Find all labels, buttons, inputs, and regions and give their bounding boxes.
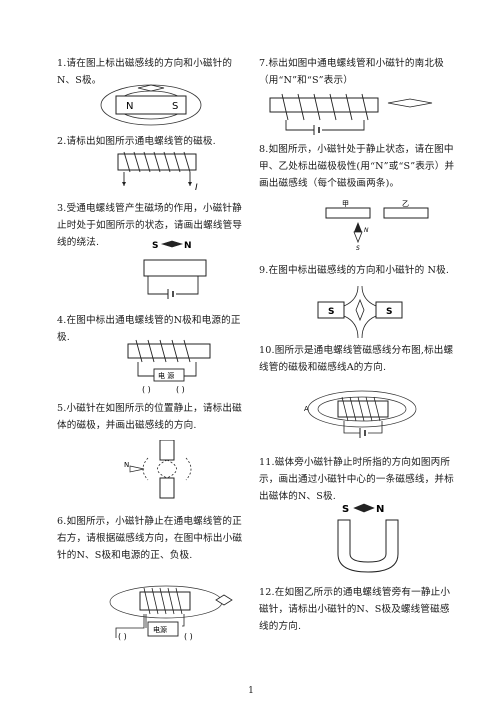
svg-text:S: S — [328, 307, 334, 317]
question-8: 8.如图所示，小磁针处于静止状态，请在图中甲、乙处标出磁极极性(用“N”或“S”… — [259, 144, 455, 189]
svg-text:( ): ( ) — [184, 632, 193, 641]
magnet-s-label: S — [172, 101, 178, 112]
source-label: 电 源 — [158, 371, 174, 380]
figure-5-u-magnet: N — [124, 440, 192, 499]
figure-9-like-poles: S S — [317, 286, 403, 338]
figure-11-u-magnet: S N — [337, 503, 399, 573]
figure-7-solenoid-compass — [269, 93, 433, 135]
question-2: 2.请标出如图所示通电螺线管的磁极. — [57, 136, 216, 147]
svg-text:电源: 电源 — [153, 625, 167, 634]
svg-text:N: N — [376, 504, 384, 515]
figure-1-bar-magnet: N S — [100, 84, 202, 126]
question-3: 3.受通电螺线管产生磁场的作用，小磁针静止时处于如图所示的状态，请画出螺线管导线… — [57, 203, 243, 248]
svg-text:N: N — [184, 241, 192, 251]
page-number: 1 — [248, 686, 254, 696]
question-5: 5.小磁针在如图所示的位置静止，请标出磁体的磁极，并画出磁感线的方向. — [57, 403, 242, 431]
question-1: 1.请在图上标出磁感线的方向和小磁针的N、S极。 — [57, 58, 233, 86]
svg-text:N: N — [124, 461, 129, 469]
svg-text:A: A — [304, 405, 309, 413]
figure-3-solenoid-circuit: S N — [143, 240, 207, 299]
figure-8-two-magnets: 甲 乙 N S — [325, 200, 429, 250]
figure-10-solenoid-fieldlines: A — [304, 390, 417, 438]
svg-text:( ): ( ) — [118, 632, 127, 641]
svg-text:( ): ( ) — [142, 385, 151, 394]
question-7: 7.标出如图中通电螺线管和小磁针的南北极（用“N”和“S”表示） — [259, 58, 444, 86]
question-10: 10.图所示是通电螺线管磁感线分布图,标出螺线管的磁极和磁感线A的方向. — [259, 345, 454, 373]
figure-4-solenoid-source: 电 源 ( ) ( ) — [127, 339, 211, 394]
magnet-n-label: N — [126, 101, 133, 112]
compass-needle — [137, 84, 165, 92]
question-6: 6.如图所示，小磁针静止在通电螺线管的正右方，请根据磁感线方向，在图中标出小磁针… — [57, 516, 243, 561]
svg-text:乙: 乙 — [402, 200, 409, 208]
current-label: I — [195, 183, 198, 193]
question-12: 12.在如图乙所示的通电螺线管旁有一静止小磁针，请标出小磁针的N、S极及螺线管磁… — [259, 587, 451, 632]
svg-text:N: N — [364, 227, 369, 234]
question-11: 11.磁体旁小磁针静止时所指的方向如图丙所示，画出通过小磁针中心的一条磁感线，并… — [259, 457, 454, 502]
svg-text:S: S — [386, 307, 392, 317]
figure-2-solenoid: I — [117, 151, 198, 193]
svg-text:( ): ( ) — [176, 385, 185, 394]
svg-text:S: S — [356, 245, 360, 250]
svg-text:甲: 甲 — [342, 200, 349, 208]
question-4: 4.在图中标出通电螺线管的N极和电源的正极. — [57, 315, 241, 343]
svg-text:S: S — [342, 504, 349, 515]
question-9: 9.在图中标出磁感线的方向和小磁针的 N极. — [259, 265, 450, 276]
svg-text:S: S — [152, 241, 158, 251]
figure-6-solenoid-fieldlines: 电源 ( ) ( ) — [109, 585, 233, 641]
